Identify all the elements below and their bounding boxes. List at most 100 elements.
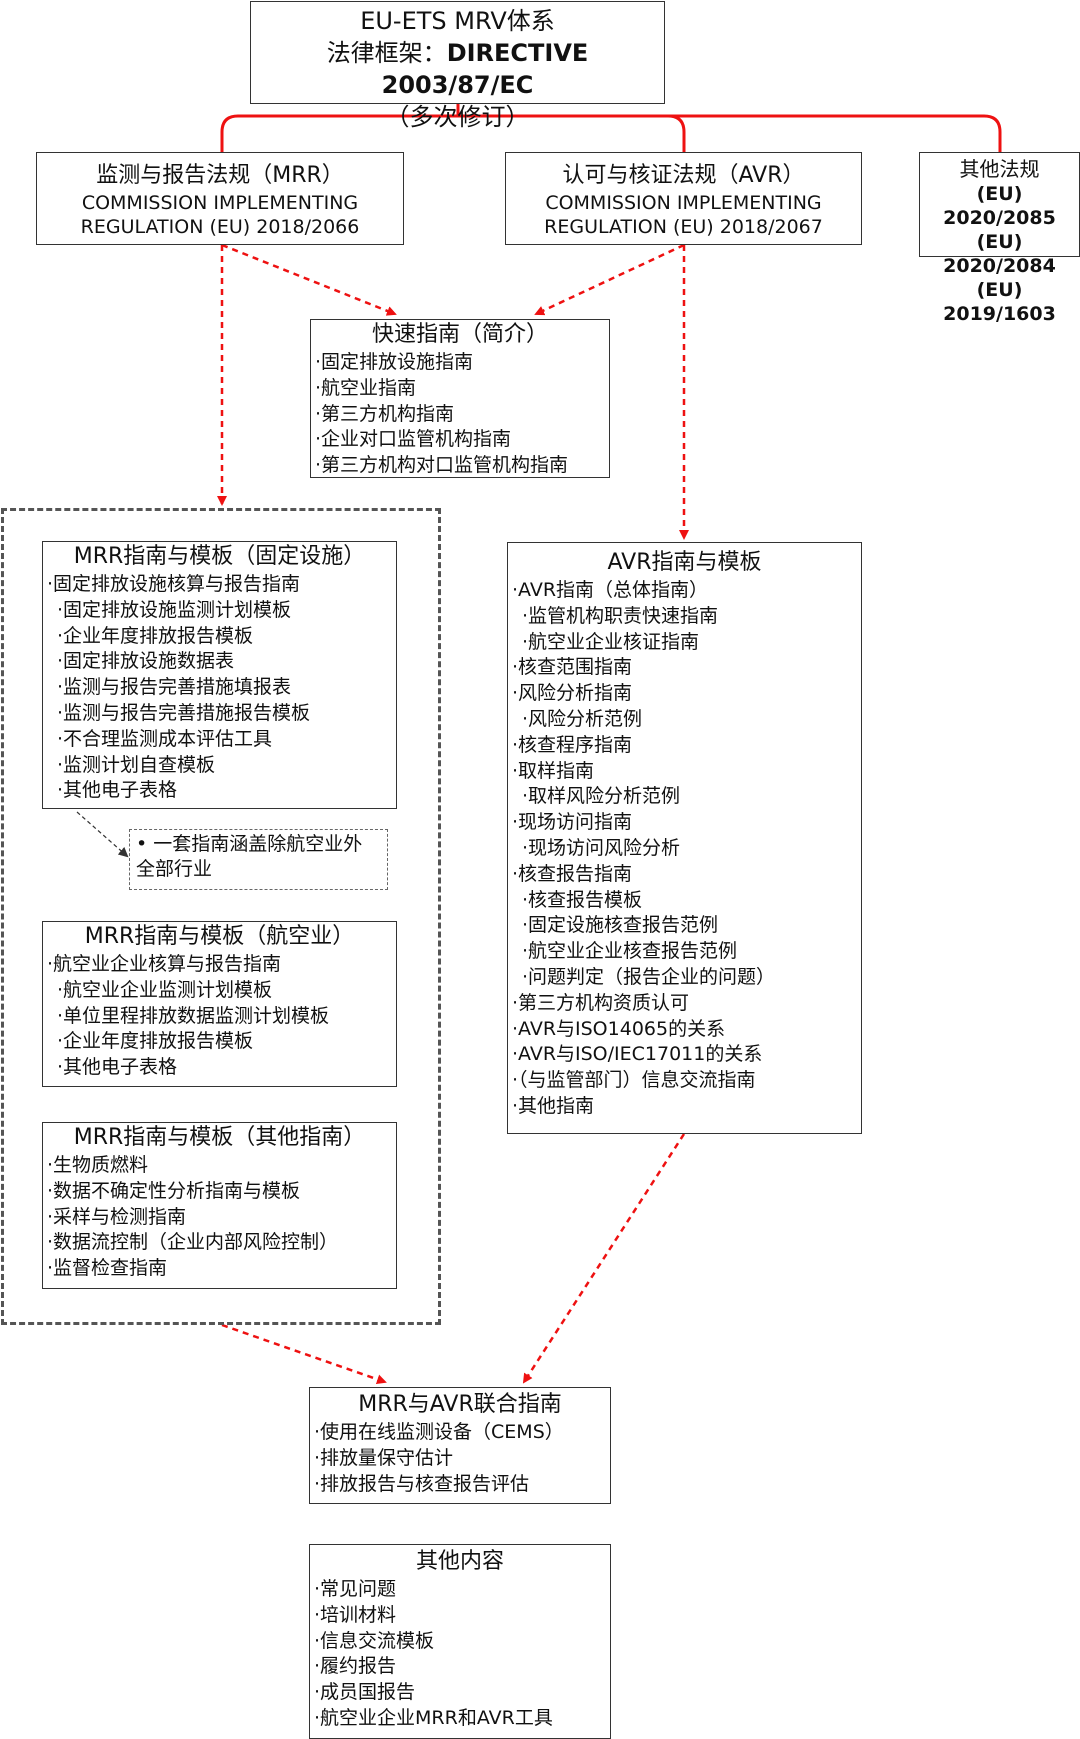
joint-guide-item: ·排放量保守估计 [314, 1446, 454, 1469]
guide-list-item: ·数据流控制（企业内部风险控制） [47, 1231, 339, 1254]
guide-list-item: ·核查程序指南 [512, 733, 633, 756]
quick-guide-box: 快速指南（简介） ·固定排放设施指南 ·航空业指南 ·第三方机构指南 ·企业对口… [310, 319, 610, 478]
coverage-note-line1: • 一套指南涵盖除航空业外 [136, 833, 363, 855]
avr-guides-list: ·AVR指南（总体指南） ·监管机构职责快速指南 ·航空业企业核证指南 ·核查范围指南… [508, 578, 861, 1120]
other-content-item: ·常见问题 [314, 1578, 397, 1600]
quick-guide-title: 快速指南（简介） [371, 322, 548, 347]
root-line2-prefix: 法律框架： [326, 39, 447, 67]
guide-list-item: ·AVR与ISO14065的关系 [512, 1017, 726, 1040]
mrr-aviation-box: MRR指南与模板（航空业） ·航空业企业核算与报告指南·航空业企业监测计划模板·… [42, 921, 397, 1087]
guide-list-item: ·取样风险分析范例 [522, 785, 681, 808]
avr-guides-title: AVR指南与模板 [607, 550, 762, 575]
guide-list-item: ·核查报告指南 [512, 862, 633, 885]
guide-list-item: ·监督检查指南 [47, 1257, 168, 1280]
guide-list-item: ·企业年度排放报告模板 [57, 1030, 254, 1053]
guide-list-item: ·第三方机构资质认可 [512, 991, 690, 1014]
guide-list-item: ·生物质燃料 [47, 1154, 149, 1176]
guide-list-item: ·其他指南 [512, 1094, 595, 1117]
arrow-mrr-to-quick [221, 243, 397, 316]
joint-guide-box: MRR与AVR联合指南 ·使用在线监测设备（CEMS） ·排放量保守估计 ·排放… [309, 1387, 611, 1504]
guide-list-item: ·监管机构职责快速指南 [522, 604, 719, 627]
avr-regulation-box: 认可与核证法规（AVR） COMMISSION IMPLEMENTING REG… [505, 152, 862, 245]
guide-list-item: ·航空业企业核算与报告指南 [47, 953, 282, 975]
mrr-regulation-line2: COMMISSION IMPLEMENTING [81, 192, 359, 214]
guide-list-item: ·航空业企业核查报告范例 [522, 940, 738, 963]
joint-guide-item: ·排放报告与核查报告评估 [314, 1472, 530, 1495]
guide-list-item: ·监测与报告完善措施报告模板 [57, 701, 311, 724]
avr-regulation-line3: REGULATION (EU) 2018/2067 [544, 216, 823, 238]
mrr-aviation-title: MRR指南与模板（航空业） [84, 924, 355, 949]
coverage-note: • 一套指南涵盖除航空业外 全部行业 [129, 829, 388, 890]
mrr-regulation-title: 监测与报告法规（MRR） [96, 163, 344, 188]
guide-list-item: ·固定排放设施监测计划模板 [57, 598, 292, 621]
mrr-guides-group [1, 508, 441, 1325]
guide-list-item: ·航空业企业核证指南 [522, 630, 700, 653]
mrr-other-box: MRR指南与模板（其他指南） ·生物质燃料·数据不确定性分析指南与模板·采样与检… [42, 1122, 397, 1289]
avr-regulation-title: 认可与核证法规（AVR） [562, 163, 805, 188]
guide-list-item: ·其他电子表格 [57, 1056, 178, 1079]
quick-guide-item: ·企业对口监管机构指南 [315, 428, 512, 451]
guide-list-item: ·航空业企业监测计划模板 [57, 978, 273, 1001]
quick-guide-item: ·固定排放设施指南 [315, 351, 474, 373]
other-content-title: 其他内容 [415, 1549, 504, 1574]
root-line1: EU-ETS MRV体系 [360, 7, 555, 35]
guide-list-item: ·采样与检测指南 [47, 1205, 187, 1228]
mrr-regulation-line3: REGULATION (EU) 2018/2066 [80, 216, 360, 238]
guide-list-item: ·AVR指南（总体指南） [512, 579, 709, 601]
joint-guide-item: ·使用在线监测设备（CEMS） [314, 1421, 564, 1443]
joint-guide-title: MRR与AVR联合指南 [358, 1392, 562, 1417]
other-regulations-title: 其他法规 [959, 157, 1040, 181]
mrr-aviation-list: ·航空业企业核算与报告指南 ·航空业企业监测计划模板 ·单位里程排放数据监测计划模板… [43, 952, 396, 1081]
guide-list-item: ·单位里程排放数据监测计划模板 [57, 1004, 330, 1027]
root-line2: 法律框架：DIRECTIVE 2003/87/EC [251, 37, 664, 101]
coverage-note-line2: 全部行业 [136, 858, 213, 880]
mrr-fixed-list: ·固定排放设施核算与报告指南 ·固定排放设施监测计划模板 ·企业年度排放报告模板 ·固… [43, 572, 396, 804]
guide-list-item: ·AVR与ISO/IEC17011的关系 [512, 1043, 763, 1066]
guide-list-item: ·监测与报告完善措施填报表 [57, 676, 292, 699]
mrr-fixed-title: MRR指南与模板（固定设施） [73, 544, 366, 569]
quick-guide-item: ·第三方机构对口监管机构指南 [315, 454, 569, 477]
other-content-box: 其他内容 ·常见问题 ·培训材料 ·信息交流模板 ·履约报告 ·成员国报告 ·航… [309, 1544, 611, 1739]
other-regulations-box: 其他法规 (EU) 2020/2085 (EU) 2020/2084 (EU) … [919, 152, 1080, 325]
guide-list-item: ·固定设施核查报告范例 [522, 914, 719, 937]
arrow-avrguides-to-joint [522, 1133, 686, 1384]
guide-list-item: ·风险分析范例 [522, 707, 643, 730]
quick-guide-item: ·航空业指南 [315, 376, 417, 399]
guide-list-item: ·现场访问指南 [512, 811, 633, 834]
other-regulation-item: (EU) 2020/2085 [943, 183, 1056, 229]
mrr-other-list: ·生物质燃料 ·数据不确定性分析指南与模板 ·采样与检测指南 ·数据流控制（企业内部风… [43, 1153, 396, 1282]
avr-regulation-line2: COMMISSION IMPLEMENTING [545, 192, 822, 214]
guide-list-item: ·（与监管部门）信息交流指南 [512, 1069, 756, 1092]
guide-list-item: ·固定排放设施数据表 [57, 650, 235, 673]
other-regulation-item: (EU) 2019/1603 [943, 279, 1056, 325]
other-content-item: ·信息交流模板 [314, 1629, 435, 1652]
guide-list-item: ·现场访问风险分析 [522, 836, 681, 859]
mrr-regulation-box: 监测与报告法规（MRR） COMMISSION IMPLEMENTING REG… [36, 152, 404, 245]
guide-list-item: ·不合理监测成本评估工具 [57, 727, 273, 750]
other-content-item: ·培训材料 [314, 1603, 397, 1626]
guide-list-item: ·取样指南 [512, 759, 595, 782]
guide-list-item: ·监测计划自查模板 [57, 753, 216, 776]
quick-guide-item: ·第三方机构指南 [315, 402, 455, 425]
guide-list-item: ·数据不确定性分析指南与模板 [47, 1179, 301, 1202]
arrow-group-to-joint [221, 1323, 387, 1385]
other-regulation-item: (EU) 2020/2084 [943, 231, 1056, 277]
avr-guides-box: AVR指南与模板 ·AVR指南（总体指南） ·监管机构职责快速指南 ·航空业企业核证… [507, 542, 862, 1134]
guide-list-item: ·企业年度排放报告模板 [57, 624, 254, 647]
guide-list-item: ·其他电子表格 [57, 779, 178, 802]
other-content-item: ·成员国报告 [314, 1681, 416, 1704]
root-line3: （多次修订） [385, 103, 530, 131]
guide-list-item: ·核查范围指南 [512, 656, 633, 679]
arrow-avr-to-quick [534, 243, 685, 316]
guide-list-item: ·问题判定（报告企业的问题） [522, 965, 776, 988]
guide-list-item: ·固定排放设施核算与报告指南 [47, 573, 301, 595]
guide-list-item: ·核查报告模板 [522, 888, 643, 911]
guide-list-item: ·风险分析指南 [512, 682, 633, 705]
connector-root-to-avr [667, 114, 686, 152]
mrr-fixed-box: MRR指南与模板（固定设施） ·固定排放设施核算与报告指南 ·固定排放设施监测计划… [42, 541, 397, 809]
other-content-item: ·航空业企业MRR和AVR工具 [314, 1706, 553, 1729]
connector-root-bracket [220, 114, 1002, 152]
root-line2-bold: DIRECTIVE 2003/87/EC [381, 39, 589, 99]
other-content-item: ·履约报告 [314, 1655, 397, 1678]
